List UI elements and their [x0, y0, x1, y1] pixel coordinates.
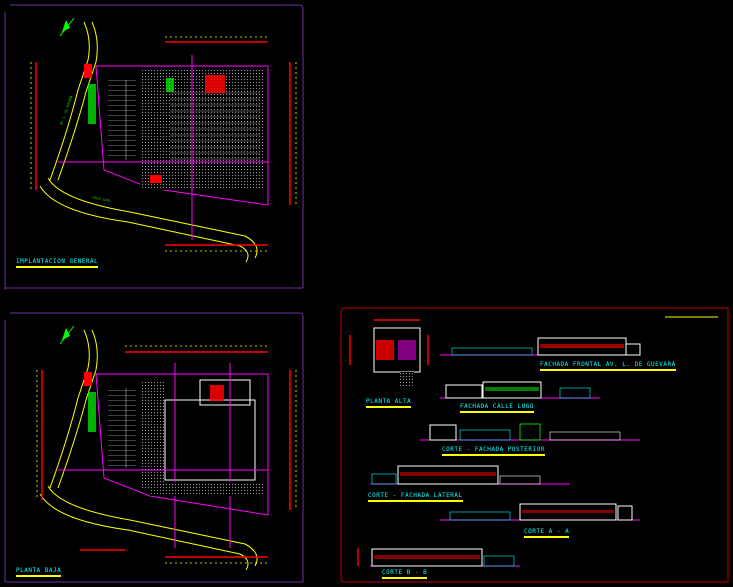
corte-fachada-posterior	[420, 423, 640, 441]
parking-hatch-b	[140, 380, 165, 490]
corte-fachada-lateral	[370, 465, 570, 485]
dim-right-2	[289, 370, 297, 510]
building-footprint	[164, 399, 256, 481]
exit-block	[150, 175, 162, 183]
sheet-planta-baja	[4, 312, 304, 583]
green-area-1	[88, 84, 96, 124]
road-av-guevara-edge-2	[57, 329, 98, 489]
label-corte-a: CORTE A - A	[524, 528, 570, 538]
label-planta-alta: PLANTA ALTA	[366, 398, 412, 408]
hatch-strip	[150, 482, 265, 496]
sheet-title-planta-baja: PLANTA BAJA	[16, 567, 62, 577]
dim-right	[289, 62, 297, 205]
road-calle-lugo-edge-2	[39, 493, 249, 571]
road-av-guevara	[49, 21, 90, 181]
parking-stalls-b	[108, 388, 136, 468]
sheet-frame-3	[340, 307, 729, 583]
sheet-elevations	[340, 307, 729, 583]
site-boundary	[95, 65, 269, 206]
green-area-b	[88, 392, 96, 432]
entry-block	[205, 75, 225, 93]
road-calle-lugo-edge	[39, 185, 249, 263]
dim-bottom	[165, 244, 268, 252]
dim-bottom-2	[80, 549, 268, 564]
site-boundary-2	[95, 373, 269, 516]
north-arrow-icon	[59, 325, 75, 345]
sheet-frame-top-2	[10, 312, 304, 582]
parking-stalls	[108, 80, 136, 160]
road-label-1: AV. L. DE GUEVARA	[59, 95, 73, 125]
fachada-calle-lugo	[440, 381, 600, 399]
dim-left-2	[36, 370, 43, 500]
corte-a-a	[440, 503, 640, 521]
road-label-2: CALLE LUGO	[92, 195, 111, 203]
label-corte-lateral: CORTE - FACHADA LATERAL	[368, 492, 463, 502]
entry-block-2	[210, 385, 224, 401]
label-fachada-frontal: FACHADA FRONTAL AV. L. DE GUEVARA	[540, 361, 676, 371]
parking-stalls-2	[170, 90, 260, 160]
dim-top-2	[125, 345, 268, 353]
road-av-guevara-2	[49, 329, 90, 489]
building-core	[199, 379, 251, 406]
road-calle-lugo	[47, 177, 258, 259]
dim-top	[165, 36, 268, 43]
label-fachada-calle: FACHADA CALLE LUGO	[460, 403, 535, 413]
guard-booth	[84, 64, 92, 78]
guard-booth-2	[84, 372, 92, 386]
sheet-frame-top	[10, 4, 304, 288]
corte-b-b	[357, 548, 520, 567]
dim-left	[30, 62, 37, 190]
label-corte-posterior: CORTE - FACHADA POSTERIOR	[442, 446, 545, 456]
sheet-title-implantacion: IMPLANTACION GENERAL	[16, 258, 99, 268]
green-area-2	[166, 78, 174, 92]
fachada-frontal	[440, 337, 641, 356]
sheet-implantacion: AV. L. DE GUEVARA CALLE LUGO	[4, 4, 304, 290]
north-arrow-icon	[59, 17, 75, 37]
road-calle-lugo-2	[47, 485, 258, 567]
planta-alta-plan	[349, 319, 429, 388]
label-corte-b: CORTE B - B	[382, 569, 428, 579]
road-av-guevara-edge	[57, 21, 98, 181]
